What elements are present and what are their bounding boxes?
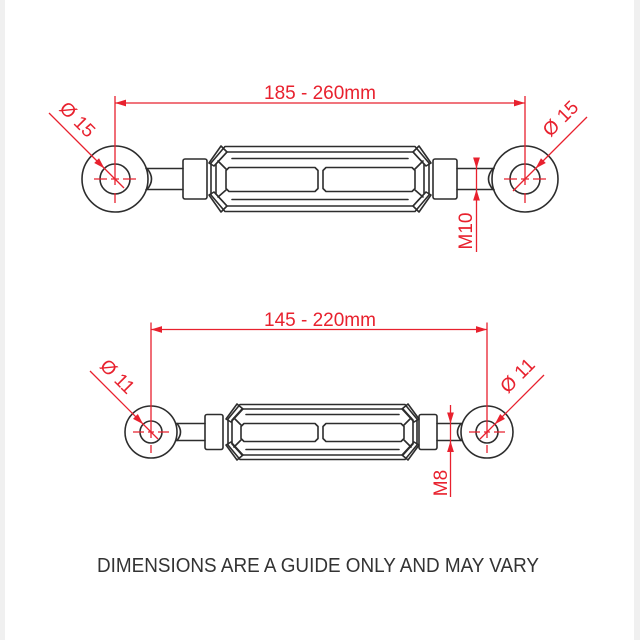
eye-diameter-label: Ø 15	[539, 97, 583, 141]
dimension-arrowhead-right	[476, 326, 487, 333]
right-nut	[432, 158, 458, 200]
length-range-label: 145 - 220mm	[264, 310, 376, 331]
body-inner-edges	[245, 413, 400, 451]
large-thread-size-callout: M10	[456, 157, 480, 252]
body-outer-outline	[227, 403, 418, 461]
leader-line	[89, 370, 159, 440]
right-eye-boss-arc	[456, 422, 462, 442]
small-length-dimension: 145 - 220mm	[150, 310, 488, 453]
eye-diameter-label: Ø 11	[497, 355, 540, 398]
small-turnbuckle-part	[124, 403, 514, 461]
right-threaded-rod	[456, 167, 495, 191]
left-edge-band	[0, 0, 5, 640]
body-right-window	[322, 166, 416, 193]
right-edge-band	[634, 0, 640, 640]
body-inner-edges	[231, 157, 409, 201]
thread-size-label: M8	[431, 470, 452, 496]
large-left-eye-diameter-callout: Ø 15	[48, 98, 125, 189]
dimension-arrowhead-right	[514, 99, 525, 107]
large-length-dimension: 185 - 260mm	[114, 83, 526, 203]
thread-arrowhead-bottom	[447, 441, 454, 452]
length-range-label: 185 - 260mm	[264, 83, 376, 104]
small-left-eye-diameter-callout: Ø 11	[89, 356, 159, 440]
body-left-window	[225, 166, 319, 193]
body-right-window	[322, 422, 405, 443]
body-corner-facets	[225, 403, 420, 461]
dimension-arrowhead-left	[151, 326, 162, 333]
body-chamfer-lines	[233, 417, 412, 448]
leader-arrowhead	[133, 414, 144, 425]
dimension-arrowhead-left	[115, 99, 126, 107]
right-eye-boss-arc	[487, 167, 494, 191]
body-chamfer-lines	[217, 160, 424, 198]
leader-arrowhead	[535, 158, 546, 169]
leader-line	[512, 116, 588, 192]
right-threaded-rod	[436, 422, 463, 442]
left-eye-boss-arc	[176, 422, 182, 442]
left-nut	[204, 413, 224, 451]
right-nut	[418, 413, 438, 451]
leader-line	[48, 112, 125, 189]
thread-arrowhead-top	[473, 157, 480, 169]
eye-diameter-label: Ø 11	[95, 356, 138, 399]
left-nut	[182, 158, 208, 200]
leader-line	[479, 374, 545, 440]
small-turnbuckle-drawing: 145 - 220mm Ø 11 Ø 11 M8	[89, 310, 545, 497]
small-thread-size-callout: M8	[431, 405, 454, 497]
large-right-eye-diameter-callout: Ø 15	[512, 97, 588, 192]
large-turnbuckle-drawing: 185 - 260mm Ø 15 Ø 15 M10	[48, 83, 588, 252]
left-threaded-rod	[175, 422, 206, 442]
eye-diameter-label: Ø 15	[55, 98, 99, 142]
thread-size-label: M10	[456, 213, 477, 250]
body-left-window	[240, 422, 319, 443]
thread-arrowhead-top	[447, 412, 454, 424]
leader-arrowhead	[494, 414, 505, 425]
thread-arrowhead-bottom	[473, 189, 480, 201]
left-eye-boss-arc	[146, 167, 153, 191]
leader-arrowhead	[94, 158, 105, 169]
left-threaded-rod	[145, 167, 184, 191]
body-corner-facets	[208, 145, 432, 213]
disclaimer-text: DIMENSIONS ARE A GUIDE ONLY AND MAY VARY	[97, 555, 539, 577]
large-turnbuckle-part	[81, 145, 559, 213]
body-mid-outline	[215, 151, 425, 207]
body-outer-outline	[210, 145, 430, 213]
